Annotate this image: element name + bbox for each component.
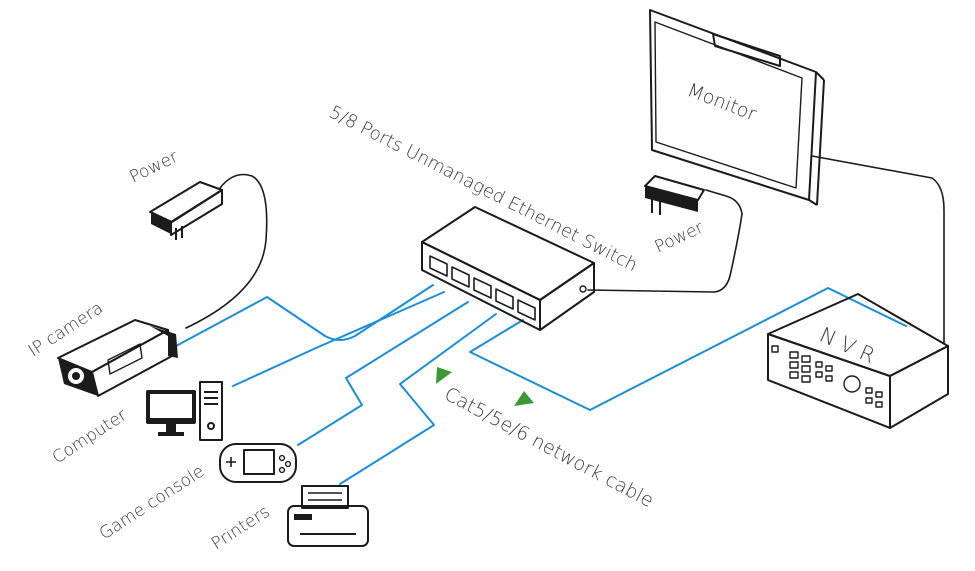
monitor-video-cable [811, 155, 945, 345]
ip-camera-icon [57, 319, 178, 397]
game-console-icon [219, 443, 297, 483]
ethernet-switch-icon [421, 206, 595, 331]
power-adapter-icon [149, 181, 223, 240]
cable-label: Cat5/5e/6 network cable [441, 383, 657, 512]
cable-nvr [469, 287, 907, 411]
arrow-icon [436, 367, 452, 384]
nvr-panel [771, 345, 883, 408]
switch-ports [429, 255, 536, 321]
arrow-icon [514, 391, 534, 406]
switch-label: 5/8 Ports Unmanaged Ethernet Switch [326, 102, 641, 276]
ip-camera-label: IP camera [25, 298, 107, 361]
cable-ip-camera [175, 284, 434, 347]
printers-label: Printers [208, 502, 274, 554]
nvr-icon [767, 293, 949, 429]
power-adapter-icon [644, 175, 705, 215]
switch-power-cable [587, 189, 743, 293]
computer-label: Computer [49, 405, 131, 468]
cable-printer [339, 313, 497, 485]
cable-computer [232, 291, 445, 387]
power-left-label: Power [126, 147, 181, 188]
monitor-icon [649, 9, 825, 206]
camera-power-cable [185, 173, 268, 329]
printer-icon [287, 485, 369, 547]
computer-icon [146, 381, 223, 441]
network-cables [175, 284, 907, 485]
power-cables [185, 155, 945, 345]
monitor-label: Monitor [684, 79, 759, 125]
game-console-label: Game console [96, 462, 208, 545]
cable-game-console [297, 301, 469, 446]
power-right-label: Power [652, 218, 707, 258]
